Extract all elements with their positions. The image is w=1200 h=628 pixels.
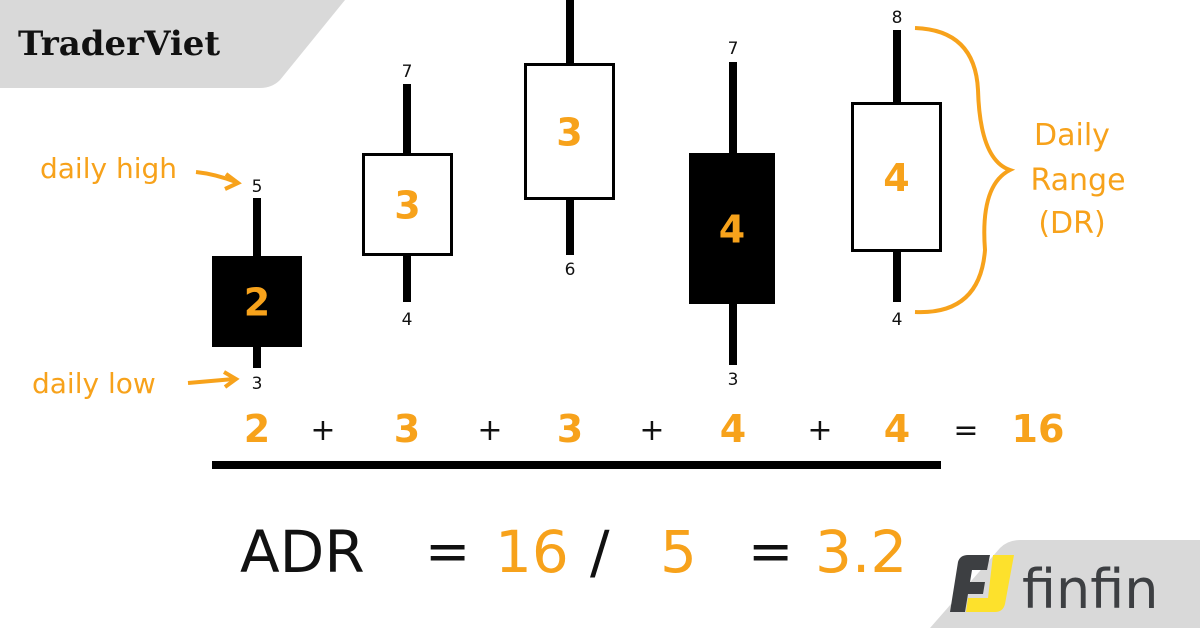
- candle-body: [689, 153, 775, 304]
- daily-low-label: daily low: [32, 367, 156, 400]
- finfin-logo: finfin: [1022, 558, 1158, 621]
- adr-equals-2: =: [748, 520, 793, 583]
- candle-high-label: 7: [728, 39, 739, 59]
- candle-range-label: 2: [244, 281, 270, 325]
- sum-term: 4: [720, 407, 746, 451]
- plus-sign: +: [477, 413, 502, 448]
- sum-equals: =: [953, 413, 978, 448]
- daily-low-arrow: [187, 377, 235, 385]
- adr-label: ADR: [240, 518, 365, 586]
- fraction-line: [212, 461, 941, 469]
- candle-high-label: 7: [402, 62, 413, 82]
- adr-slash: /: [590, 518, 610, 586]
- finfin-icon: [950, 555, 1014, 612]
- adr-equals-1: =: [425, 520, 470, 583]
- candle-2: 3 7 4: [362, 62, 453, 330]
- adr-denominator: 5: [660, 518, 697, 586]
- traderviet-logo: TraderViet: [18, 24, 220, 64]
- range-label-3: (DR): [1038, 206, 1105, 241]
- candle-low-label: 4: [402, 310, 413, 330]
- plus-sign: +: [310, 413, 335, 448]
- range-brace: [914, 26, 1016, 315]
- candle-low-label: 6: [565, 260, 576, 280]
- sum-term: 3: [557, 407, 583, 451]
- range-label-1: Daily: [1034, 118, 1110, 153]
- plus-sign: +: [807, 413, 832, 448]
- candle-body: [362, 153, 453, 256]
- adr-result: 3.2: [815, 518, 907, 586]
- candle-low-label: 4: [892, 310, 903, 330]
- candle-low-label: 3: [252, 374, 263, 394]
- candle-3: 36: [524, 0, 615, 280]
- sum-total: 16: [1012, 407, 1065, 451]
- candle-body: [851, 102, 942, 252]
- candle-5: 4 8 4: [851, 8, 942, 330]
- sum-term: 3: [394, 407, 420, 451]
- traderviet-banner: [0, 0, 345, 88]
- sum-term: 2: [244, 407, 270, 451]
- candle-4: 4 7 3: [689, 39, 775, 390]
- candle-range-label: 3: [556, 111, 582, 155]
- daily-high-label: daily high: [40, 152, 177, 185]
- candle-range-label: 4: [719, 208, 745, 252]
- candle-high-label: 5: [252, 177, 263, 197]
- candle-1: 2 5 3: [212, 177, 302, 394]
- candle-body: [524, 63, 615, 200]
- candle-body: [212, 256, 302, 347]
- sum-term: 4: [884, 407, 910, 451]
- candle-range-label: 3: [394, 184, 420, 228]
- adr-numerator: 16: [495, 518, 569, 586]
- candle-low-label: 3: [728, 370, 739, 390]
- candle-range-label: 4: [883, 156, 909, 200]
- range-label-2: Range: [1030, 163, 1125, 198]
- plus-sign: +: [639, 413, 664, 448]
- candle-high-label: 8: [892, 8, 903, 28]
